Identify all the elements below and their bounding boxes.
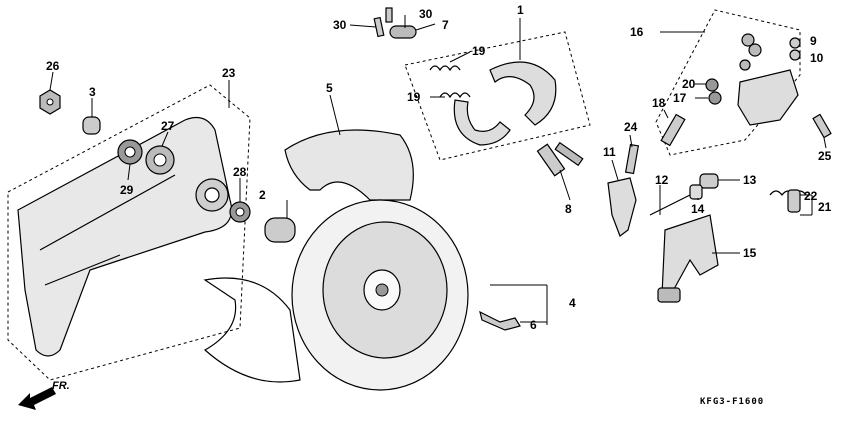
front-label: FR.	[52, 380, 70, 392]
callout-27: 27	[161, 119, 175, 133]
callout-26: 26	[46, 59, 60, 73]
seal-17	[708, 91, 722, 105]
pin-30-left	[373, 16, 385, 38]
wheel-rim-part	[291, 199, 469, 391]
swing-arm-part	[7, 84, 251, 381]
callout-12: 12	[655, 173, 669, 187]
callout-numbers: 1 2 3 4 5 6 7 8 9 10 11 12 13 14 15 16 1…	[46, 3, 832, 332]
callout-6: 6	[530, 318, 537, 332]
brake-cam-8	[536, 141, 584, 177]
callout-14: 14	[691, 202, 705, 216]
callout-30-left: 30	[333, 18, 347, 32]
nut-26	[39, 89, 61, 115]
leader-lines	[49, 15, 827, 325]
callout-24: 24	[624, 120, 638, 134]
callout-16: 16	[630, 25, 644, 39]
brake-lever-15	[657, 214, 719, 303]
bolt-24	[624, 143, 640, 175]
o-ring-20	[705, 78, 719, 92]
pin-30-right	[385, 7, 393, 23]
nut-13	[699, 173, 719, 189]
seal-ring-b	[748, 43, 762, 57]
callout-7: 7	[442, 18, 449, 32]
swing-arm-boundary	[7, 84, 251, 381]
callout-15: 15	[743, 246, 757, 260]
callout-3: 3	[89, 85, 96, 99]
brake-shoe-boundary	[404, 31, 591, 161]
callout-11: 11	[603, 145, 616, 159]
swing-arm-boss-hole	[204, 187, 220, 203]
seal-ring-c	[739, 59, 751, 71]
callout-2: 2	[259, 188, 266, 202]
callout-28: 28	[233, 165, 247, 179]
brake-shoe-lower	[453, 99, 511, 146]
callout-1: 1	[517, 3, 524, 17]
sleeve-22	[787, 189, 801, 213]
callout-20: 20	[682, 77, 696, 91]
callout-18: 18	[652, 96, 666, 110]
callout-17: 17	[673, 91, 687, 105]
collar-2	[264, 217, 296, 243]
joint-14	[689, 184, 703, 200]
bolt-25	[812, 113, 832, 139]
caliper-assembly	[655, 9, 801, 156]
callout-21: 21	[818, 200, 832, 214]
bearing-27	[145, 145, 175, 175]
tire-tread-section	[284, 129, 414, 201]
callout-25: 25	[818, 149, 832, 163]
valve-6	[479, 310, 521, 331]
rim-hub-center	[375, 283, 389, 297]
brake-shoe-assembly	[404, 31, 591, 161]
diagram-code: KFG3-F1600	[700, 397, 764, 407]
callout-10: 10	[810, 51, 824, 65]
callout-8: 8	[565, 202, 572, 216]
seal-ring-a	[741, 33, 755, 47]
callout-5: 5	[326, 81, 333, 95]
callout-23: 23	[222, 66, 236, 80]
collar-3	[82, 116, 101, 135]
plate-7	[389, 25, 417, 39]
callout-19-upper: 19	[472, 44, 486, 58]
brake-shoe-upper	[489, 61, 557, 126]
callout-29: 29	[120, 183, 134, 197]
washer-10	[789, 49, 801, 61]
spring-19a	[429, 65, 461, 72]
callout-22: 22	[804, 189, 818, 203]
swing-arm-ribs	[39, 174, 176, 286]
caliper-boundary	[655, 9, 801, 156]
swing-arm-body	[17, 117, 233, 357]
screw-9	[789, 37, 801, 49]
front-direction-indicator: FR.	[18, 380, 70, 410]
caliper-body	[737, 69, 799, 126]
callout-13: 13	[743, 173, 757, 187]
front-arrow-icon	[18, 387, 56, 410]
tire-part	[203, 129, 414, 383]
callout-4: 4	[569, 296, 576, 310]
callout-30-right: 30	[419, 7, 433, 21]
oil-seal-29	[117, 139, 143, 165]
bearing-28	[229, 201, 251, 223]
tire-lower-section	[203, 277, 301, 383]
spring-19b	[439, 92, 471, 99]
callout-19-lower: 19	[407, 90, 421, 104]
lever-tip	[657, 287, 681, 303]
brake-arm-11	[607, 177, 637, 237]
callout-9: 9	[810, 34, 817, 48]
piston-18	[660, 113, 686, 147]
